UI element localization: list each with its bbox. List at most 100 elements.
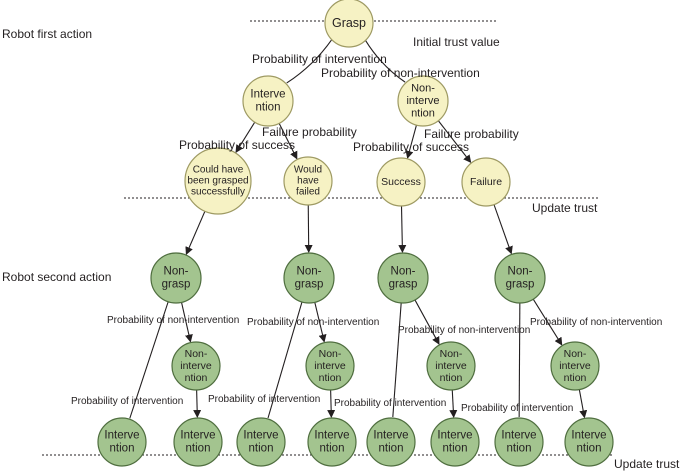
edge-ni2-to-iv4 (327, 389, 336, 419)
could-have-been-grasped-node-label-line: Could have (193, 164, 244, 175)
non-intervention-leaf-2: Non-intervention (305, 341, 355, 391)
initial-trust-label: Initial trust value (413, 35, 500, 49)
non-grasp-node-2-label-line: Non- (297, 266, 322, 278)
update-trust-label-2: Update trust (614, 457, 680, 471)
edge-grasp-to-intA (286, 39, 333, 84)
intervention-leaf-6-label-line: ntion (443, 442, 468, 454)
edge-ng3-to-ni3 (414, 299, 440, 345)
edge-ni3-to-iv6 (449, 389, 458, 419)
edge-label-prob-non-intervention-4: Probability of non-intervention (398, 325, 530, 336)
non-grasp-node-2: Non-grasp (283, 252, 335, 304)
edge-nonA-to-succ (405, 124, 417, 159)
update-trust-label-1: Update trust (532, 201, 598, 215)
intervention-node-1-label-line: ntion (256, 101, 281, 113)
success-node-label-line: Success (381, 176, 421, 188)
non-intervention-leaf-4-label-line: ntion (564, 372, 587, 384)
would-have-failed-node-label-line: failed (296, 187, 320, 198)
non-grasp-node-3: Non-grasp (377, 252, 429, 304)
intervention-leaf-5-label-line: Interve (373, 430, 408, 442)
edge-succ-to-ng3 (398, 205, 407, 254)
failure-node-label-line: Failure (470, 176, 502, 188)
non-intervention-leaf-4-label-line: interve (559, 360, 591, 372)
non-intervention-leaf-3: Non-intervention (426, 341, 476, 391)
intervention-leaf-3-label-line: Interve (243, 430, 278, 442)
intervention-leaf-4-label-line: ntion (320, 442, 345, 454)
non-intervention-leaf-2-label-line: Non- (319, 348, 342, 360)
non-intervention-leaf-4: Non-intervention (550, 341, 600, 391)
edge-label-prob-non-intervention-3: Probability of non-intervention (247, 317, 379, 328)
intervention-node-1-label-line: Interve (250, 89, 285, 101)
non-intervention-leaf-4-label-line: Non- (564, 348, 587, 360)
non-intervention-node-1-label-line: Non- (411, 83, 435, 95)
edge-label-prob-success-1: Probability of success (179, 138, 295, 152)
non-grasp-node-3-label-line: Non- (391, 266, 416, 278)
edge-fail-to-ng4 (493, 204, 513, 255)
non-grasp-node-4-label-line: grasp (506, 278, 535, 290)
intervention-leaf-1-label-line: Interve (104, 430, 139, 442)
intervention-leaf-8-label-line: ntion (577, 442, 602, 454)
would-have-failed-node-label-line: have (297, 176, 319, 187)
success-node: Success (376, 157, 426, 207)
non-intervention-node-1-label-line: ntion (411, 107, 435, 119)
could-have-been-grasped-node-label-line: been grasped (187, 176, 248, 187)
intervention-leaf-5-label-line: ntion (379, 442, 404, 454)
would-have-failed-node-label-line: Would (294, 164, 322, 175)
edge-ng1-to-iv1 (129, 301, 169, 419)
edge-ng2-to-ni2 (314, 302, 327, 343)
edge-intA-to-cg (235, 121, 256, 154)
edge-ni4-to-iv8 (578, 389, 588, 419)
edge-ni1-to-iv2 (193, 389, 202, 419)
edge-label-prob-intervention-3: Probability of intervention (208, 394, 320, 405)
non-intervention-leaf-1-label-line: ntion (185, 372, 208, 384)
non-intervention-leaf-2-label-line: interve (314, 360, 346, 372)
non-intervention-leaf-1-label-line: Non- (185, 348, 208, 360)
non-grasp-node-1-label-line: Non- (164, 266, 189, 278)
edge-label-failure-probability-2: Failure probability (424, 127, 519, 141)
non-intervention-leaf-3-label-line: Non- (440, 348, 463, 360)
intervention-leaf-3-label-line: ntion (249, 442, 274, 454)
edge-ng1-to-ni1 (181, 302, 193, 343)
edge-label-prob-intervention-2: Probability of intervention (71, 396, 183, 407)
intervention-leaf-2-label-line: Interve (180, 430, 215, 442)
non-intervention-node-1: Non-intervention (397, 75, 449, 127)
non-intervention-leaf-1-label-line: interve (180, 360, 212, 372)
intervention-leaf-6-label-line: Interve (437, 430, 472, 442)
edge-intA-to-wf (278, 123, 298, 160)
non-intervention-node-1-label-line: interve (406, 95, 439, 107)
edge-label-failure-probability-1: Failure probability (262, 125, 357, 139)
grasp-node: Grasp (324, 0, 374, 48)
intervention-leaf-7-label-line: ntion (507, 442, 532, 454)
edge-ng3-to-iv5 (392, 302, 402, 418)
edge-label-prob-intervention-5: Probability of intervention (461, 403, 573, 414)
failure-node: Failure (461, 157, 511, 207)
robot-first-action-label: Robot first action (2, 27, 92, 41)
edge-label-prob-intervention-1: Probability of intervention (252, 52, 387, 66)
edge-label-prob-non-intervention-2: Probability of non-intervention (107, 315, 239, 326)
edge-nonA-to-fail (437, 120, 472, 164)
edge-label-prob-non-intervention-1: Probability of non-intervention (321, 66, 480, 80)
grasp-node-label-line: Grasp (332, 16, 366, 30)
non-grasp-node-4: Non-grasp (494, 252, 546, 304)
edge-label-prob-intervention-4: Probability of intervention (334, 398, 446, 409)
intervention-leaf-1-label-line: ntion (110, 442, 135, 454)
non-grasp-node-4-label-line: Non- (508, 266, 533, 278)
intervention-leaf-8-label-line: Interve (571, 430, 606, 442)
edge-ng2-to-iv3 (267, 301, 303, 419)
edge-ng4-to-ni4 (532, 298, 563, 346)
intervention-leaf-2-label-line: ntion (186, 442, 211, 454)
edge-ng4-to-iv7 (518, 302, 521, 418)
non-grasp-node-2-label-line: grasp (295, 278, 324, 290)
non-grasp-node-3-label-line: grasp (389, 278, 418, 290)
non-grasp-node-1-label-line: grasp (162, 278, 191, 290)
